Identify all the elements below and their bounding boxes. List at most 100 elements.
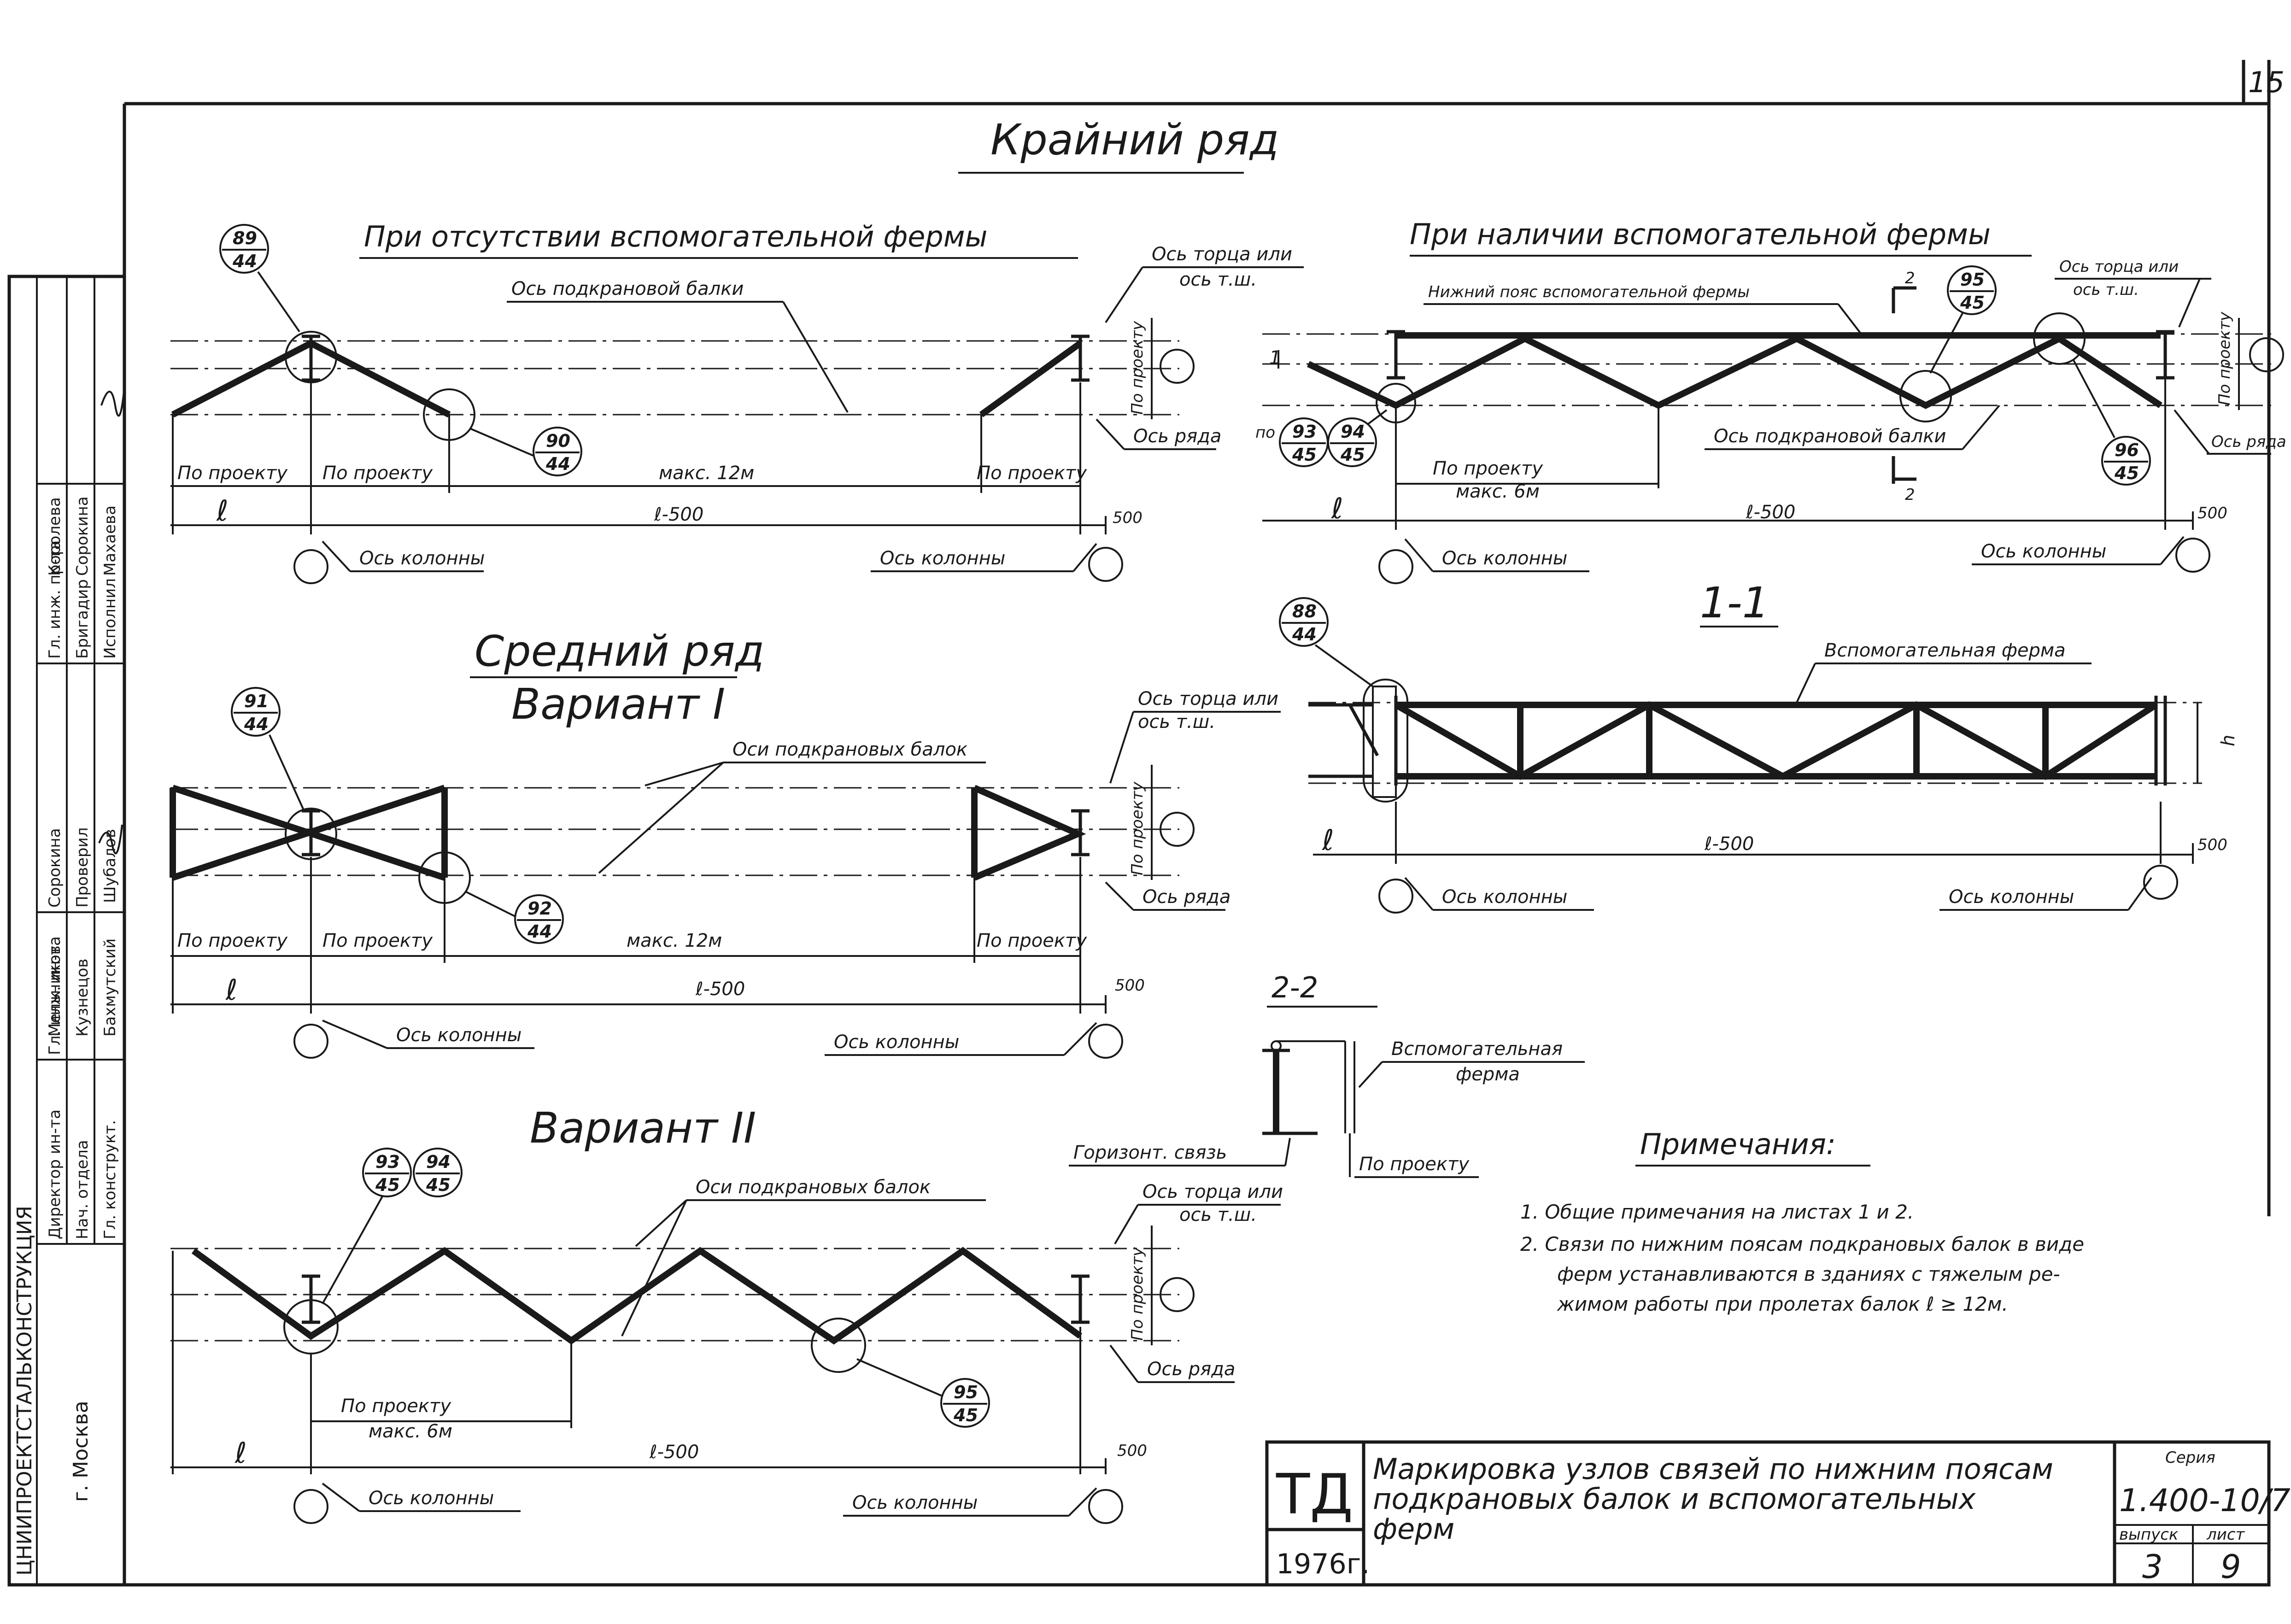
axis-bubble-a bbox=[1160, 349, 1195, 384]
node-95-bottom: 45 bbox=[953, 1405, 978, 1425]
dim-by-project-a2: По проекту bbox=[322, 463, 433, 484]
tb-sheet: 9 bbox=[2221, 1548, 2241, 1586]
stamp-role-6: Бригадир bbox=[73, 579, 92, 659]
label-end-axis-b1: Ось торца или bbox=[2059, 258, 2179, 276]
dim-500-b: 500 bbox=[2197, 504, 2227, 522]
label-by-project-vert-b: По проекту bbox=[2215, 311, 2234, 405]
dim-max6-d: макс. 6м bbox=[369, 1421, 452, 1442]
tb-sheet-label: лист bbox=[2206, 1525, 2245, 1544]
node-94-bottom: 45 bbox=[426, 1175, 451, 1195]
column-axis-bubble-c2 bbox=[1088, 1024, 1123, 1059]
label-po: по bbox=[1255, 423, 1275, 442]
column-axis-bubble-b1 bbox=[1378, 549, 1413, 584]
label-h: h bbox=[2218, 735, 2239, 746]
column-axis-bubble-b2 bbox=[2175, 538, 2210, 573]
dim-by-project-b: По проекту bbox=[1433, 458, 1543, 479]
note-1: 1. Общие примечания на листах 1 и 2. bbox=[1520, 1201, 1914, 1223]
stamp-role-7: Проверил bbox=[73, 827, 92, 908]
section-1-1: 1-1 Вспомогательная ферма 88 44 h ℓ bbox=[1279, 578, 2239, 914]
column-axis-bubble-a1 bbox=[293, 549, 328, 584]
node-90-bottom: 44 bbox=[545, 454, 570, 474]
stamp-city: г. Москва bbox=[69, 1401, 93, 1502]
label-column-axis-c1: Ось колонны bbox=[396, 1025, 521, 1046]
label-column-axis-e2: Ось колонны bbox=[1949, 886, 2074, 908]
label-by-project-vert-a: По проекту bbox=[1128, 321, 1147, 415]
dim-500-d: 500 bbox=[1117, 1442, 1147, 1460]
diagram-extreme-no-aux: При отсутствии вспомогательной фермы 89 … bbox=[170, 220, 1304, 584]
title-section-1-1: 1-1 bbox=[1700, 578, 1769, 627]
node-88-top: 88 bbox=[1292, 601, 1317, 621]
dim-l500-c: ℓ-500 bbox=[695, 979, 745, 1000]
tb-year: 1976г. bbox=[1276, 1548, 1370, 1580]
node-94b-bottom: 45 bbox=[1340, 445, 1365, 465]
column-axis-bubble-e1 bbox=[1378, 879, 1413, 914]
stamp-name-7: Сорокина bbox=[46, 828, 64, 908]
label-crane-beam-axis-a: Ось подкрановой балки bbox=[511, 278, 744, 299]
node-92-bottom: 44 bbox=[527, 921, 552, 942]
node-balloon-95 bbox=[940, 1378, 990, 1428]
notes-block: Примечания: 1. Общие примечания на листа… bbox=[1520, 1127, 2084, 1315]
node-balloon-94 bbox=[413, 1148, 463, 1197]
dim-500-e: 500 bbox=[2197, 836, 2227, 854]
tb-series-label: Серия bbox=[2165, 1448, 2215, 1467]
label-by-project-22: По проекту bbox=[1359, 1154, 1470, 1175]
tb-title-l2: подкрановых балок и вспомогательных bbox=[1373, 1482, 1976, 1516]
node-93-bottom: 45 bbox=[375, 1175, 400, 1195]
node-balloon-88 bbox=[1279, 597, 1329, 647]
title-variant-1: Вариант I bbox=[511, 680, 725, 729]
tb-issue: 3 bbox=[2142, 1548, 2163, 1586]
node-balloon-95b bbox=[1947, 265, 1997, 315]
dim-l-c: ℓ bbox=[225, 973, 238, 1007]
label-row-axis-a: Ось ряда bbox=[1133, 426, 1221, 447]
dim-max12-a: макс. 12м bbox=[659, 463, 754, 484]
label-aux-truss-l1: Вспомогательная bbox=[1391, 1038, 1563, 1060]
dim-l-b: ℓ bbox=[1331, 492, 1343, 525]
label-column-axis-c2: Ось колонны bbox=[834, 1032, 959, 1053]
dim-l500-a: ℓ-500 bbox=[654, 504, 703, 525]
column-axis-bubble-e2 bbox=[2143, 865, 2178, 900]
tb-issue-label: выпуск bbox=[2119, 1525, 2179, 1544]
dim-by-project-a1: По проекту bbox=[177, 463, 288, 484]
node-balloon-91 bbox=[231, 687, 281, 737]
label-aux-truss: Вспомогательная ферма bbox=[1824, 640, 2066, 661]
node-93-top: 93 bbox=[375, 1152, 400, 1172]
stamp-org: ЦНИИПРОЕКТСТАЛЬКОНСТРУКЦИЯ bbox=[13, 1206, 36, 1576]
node-balloon-89 bbox=[219, 224, 269, 274]
label-crane-beam-axis-b: Ось подкрановой балки bbox=[1714, 426, 1946, 447]
label-crane-beams-axes-d: Оси подкрановых балок bbox=[696, 1177, 931, 1198]
diagram-middle-variant-2: Вариант II 93 45 94 45 95 45 Оси подкран… bbox=[170, 1103, 1283, 1524]
label-end-axis-a2: ось т.ш. bbox=[1179, 269, 1257, 290]
title-without-aux: При отсутствии вспомогательной фермы bbox=[364, 220, 987, 253]
side-stamp bbox=[7, 275, 126, 1587]
stamp-role-2: Гл. инж. ин-та bbox=[46, 936, 64, 1055]
axis-bubble-d bbox=[1160, 1277, 1195, 1312]
label-row-axis-c: Ось ряда bbox=[1143, 886, 1230, 908]
dim-max6-b: макс. 6м bbox=[1456, 481, 1540, 502]
node-88-bottom: 44 bbox=[1292, 624, 1317, 645]
label-column-axis-a2: Ось колонны bbox=[880, 548, 1005, 569]
note-2a: 2. Связи по нижним поясам подкрановых ба… bbox=[1520, 1233, 2084, 1255]
stamp-role-4: Гл. конструкт. bbox=[101, 1120, 119, 1239]
dim-by-project-c2: По проекту bbox=[322, 930, 433, 951]
label-column-axis-b2: Ось колонны bbox=[1981, 541, 2106, 562]
label-end-axis-c2: ось т.ш. bbox=[1138, 711, 1215, 733]
label-column-axis-a1: Ось колонны bbox=[359, 548, 485, 569]
node-89-top: 89 bbox=[233, 228, 257, 248]
title-middle-row: Средний ряд bbox=[475, 627, 764, 676]
note-2c: жимом работы при пролетах балок ℓ ≥ 12м. bbox=[1557, 1293, 2008, 1315]
page-number: 15 bbox=[2248, 65, 2285, 99]
title-with-aux: При наличии вспомогательной фермы bbox=[1410, 217, 1991, 251]
stamp-name-1: Мельников bbox=[46, 945, 64, 1037]
label-end-axis-d1: Ось торца или bbox=[1143, 1181, 1283, 1202]
dim-by-project-d: По проекту bbox=[341, 1395, 451, 1417]
node-90-top: 90 bbox=[546, 431, 570, 451]
axis-bubble-c bbox=[1160, 812, 1195, 847]
note-2b: ферм устанавливаются в зданиях с тяжелым… bbox=[1557, 1263, 2060, 1285]
label-row-axis-d: Ось ряда bbox=[1147, 1359, 1235, 1380]
stamp-name-2: Кузнецов bbox=[73, 959, 92, 1037]
stamp-name-3: Бахмутский bbox=[101, 938, 119, 1037]
cut-mark-2-bottom: 2 bbox=[1905, 486, 1915, 504]
dim-by-project-a3: По проекту bbox=[977, 463, 1087, 484]
column-axis-bubble-c1 bbox=[293, 1024, 328, 1059]
label-end-axis-d2: ось т.ш. bbox=[1179, 1204, 1257, 1225]
